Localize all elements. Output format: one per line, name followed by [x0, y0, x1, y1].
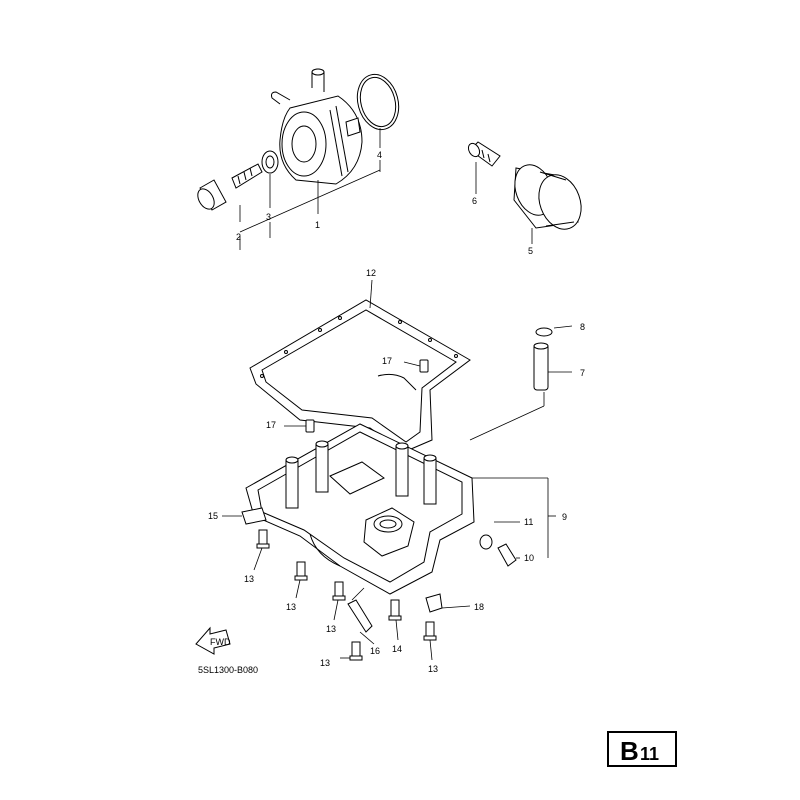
fwd-label: FWD [210, 637, 231, 647]
callout-15: 15 [208, 511, 218, 521]
bolt-13-d [349, 641, 363, 661]
drawing-code: 5SL1300-B080 [198, 665, 258, 675]
oil-pan-gasket [249, 299, 471, 453]
callout-7: 7 [580, 368, 585, 378]
dowel-pin-lower [305, 419, 315, 433]
forward-arrow-icon: FWD [195, 626, 231, 655]
bracket-18 [425, 593, 443, 613]
dowel-pin-upper [419, 359, 429, 373]
bolt-14 [388, 599, 402, 621]
oil-pan [245, 423, 475, 595]
bolt-13-e [423, 621, 437, 641]
washer [261, 150, 279, 174]
bolt-13-b [294, 561, 308, 581]
o-ring-large [356, 73, 400, 131]
callout-8: 8 [580, 322, 585, 332]
oil-pipe [533, 342, 549, 391]
union-bolt [197, 163, 263, 211]
page-tag: B 11 [607, 731, 677, 767]
oil-filter-fitting [467, 141, 501, 167]
bracket-16 [347, 599, 373, 633]
callout-17-b: 17 [266, 420, 276, 430]
page-tag-number: 11 [640, 744, 659, 764]
o-ring-small [535, 327, 553, 337]
drain-washer [479, 534, 493, 550]
leader-lines-lower [222, 279, 573, 661]
callout-9: 9 [562, 512, 567, 522]
callout-1: 1 [315, 220, 320, 230]
callout-14: 14 [392, 644, 402, 654]
callout-3: 3 [266, 212, 271, 222]
callout-18: 18 [474, 602, 484, 612]
callout-10: 10 [524, 553, 534, 563]
page-tag-letter: B [620, 736, 639, 766]
oil-cooler-assembly [271, 68, 363, 185]
bolt-13-a [256, 529, 270, 549]
callout-13-c: 13 [326, 624, 336, 634]
callout-11: 11 [524, 517, 533, 527]
callout-13-a: 13 [244, 574, 254, 584]
drain-bolt [497, 543, 517, 567]
callout-13-b: 13 [286, 602, 296, 612]
bracket-15 [241, 507, 267, 525]
callout-17-a: 17 [382, 356, 392, 366]
callout-2: 2 [236, 232, 241, 242]
callout-6: 6 [472, 196, 477, 206]
leader-lines-top [239, 128, 533, 250]
callout-4: 4 [377, 150, 382, 160]
bolt-13-c [332, 581, 346, 601]
callout-13-d: 13 [320, 658, 330, 668]
callout-12: 12 [366, 268, 376, 278]
callout-5: 5 [528, 246, 533, 256]
callout-13-e: 13 [428, 664, 438, 674]
oil-filter [513, 164, 582, 230]
callout-16: 16 [370, 646, 380, 656]
